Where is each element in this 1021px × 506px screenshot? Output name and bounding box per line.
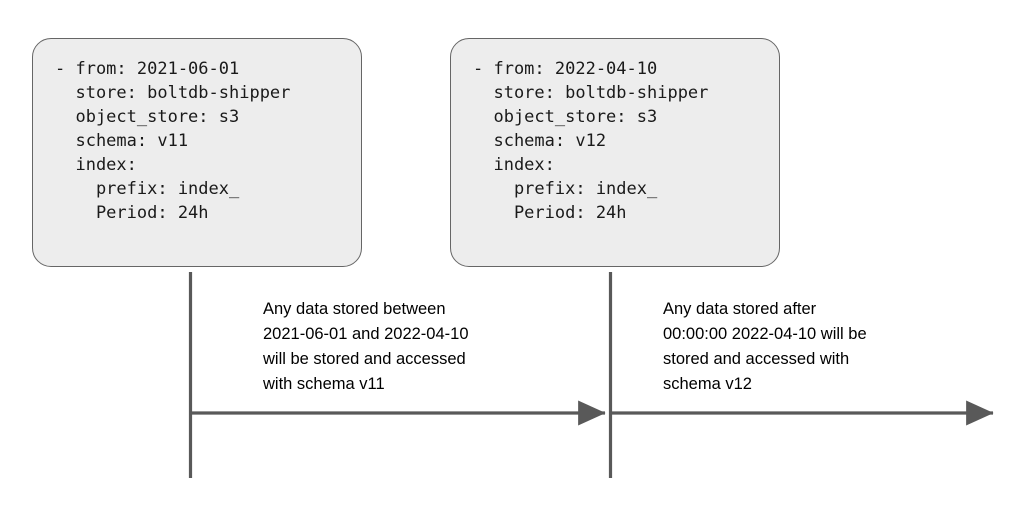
annotation-period-v12: Any data stored after 00:00:00 2022-04-1… [663, 300, 867, 393]
config-box-schema-v11: - from: 2021-06-01 store: boltdb-shipper… [32, 38, 362, 267]
config-box-schema-v12: - from: 2022-04-10 store: boltdb-shipper… [450, 38, 780, 267]
annotation-period-v11: Any data stored between 2021-06-01 and 2… [263, 300, 469, 393]
config-code-schema-v11: - from: 2021-06-01 store: boltdb-shipper… [55, 59, 291, 223]
config-code-schema-v12: - from: 2022-04-10 store: boltdb-shipper… [473, 59, 709, 223]
